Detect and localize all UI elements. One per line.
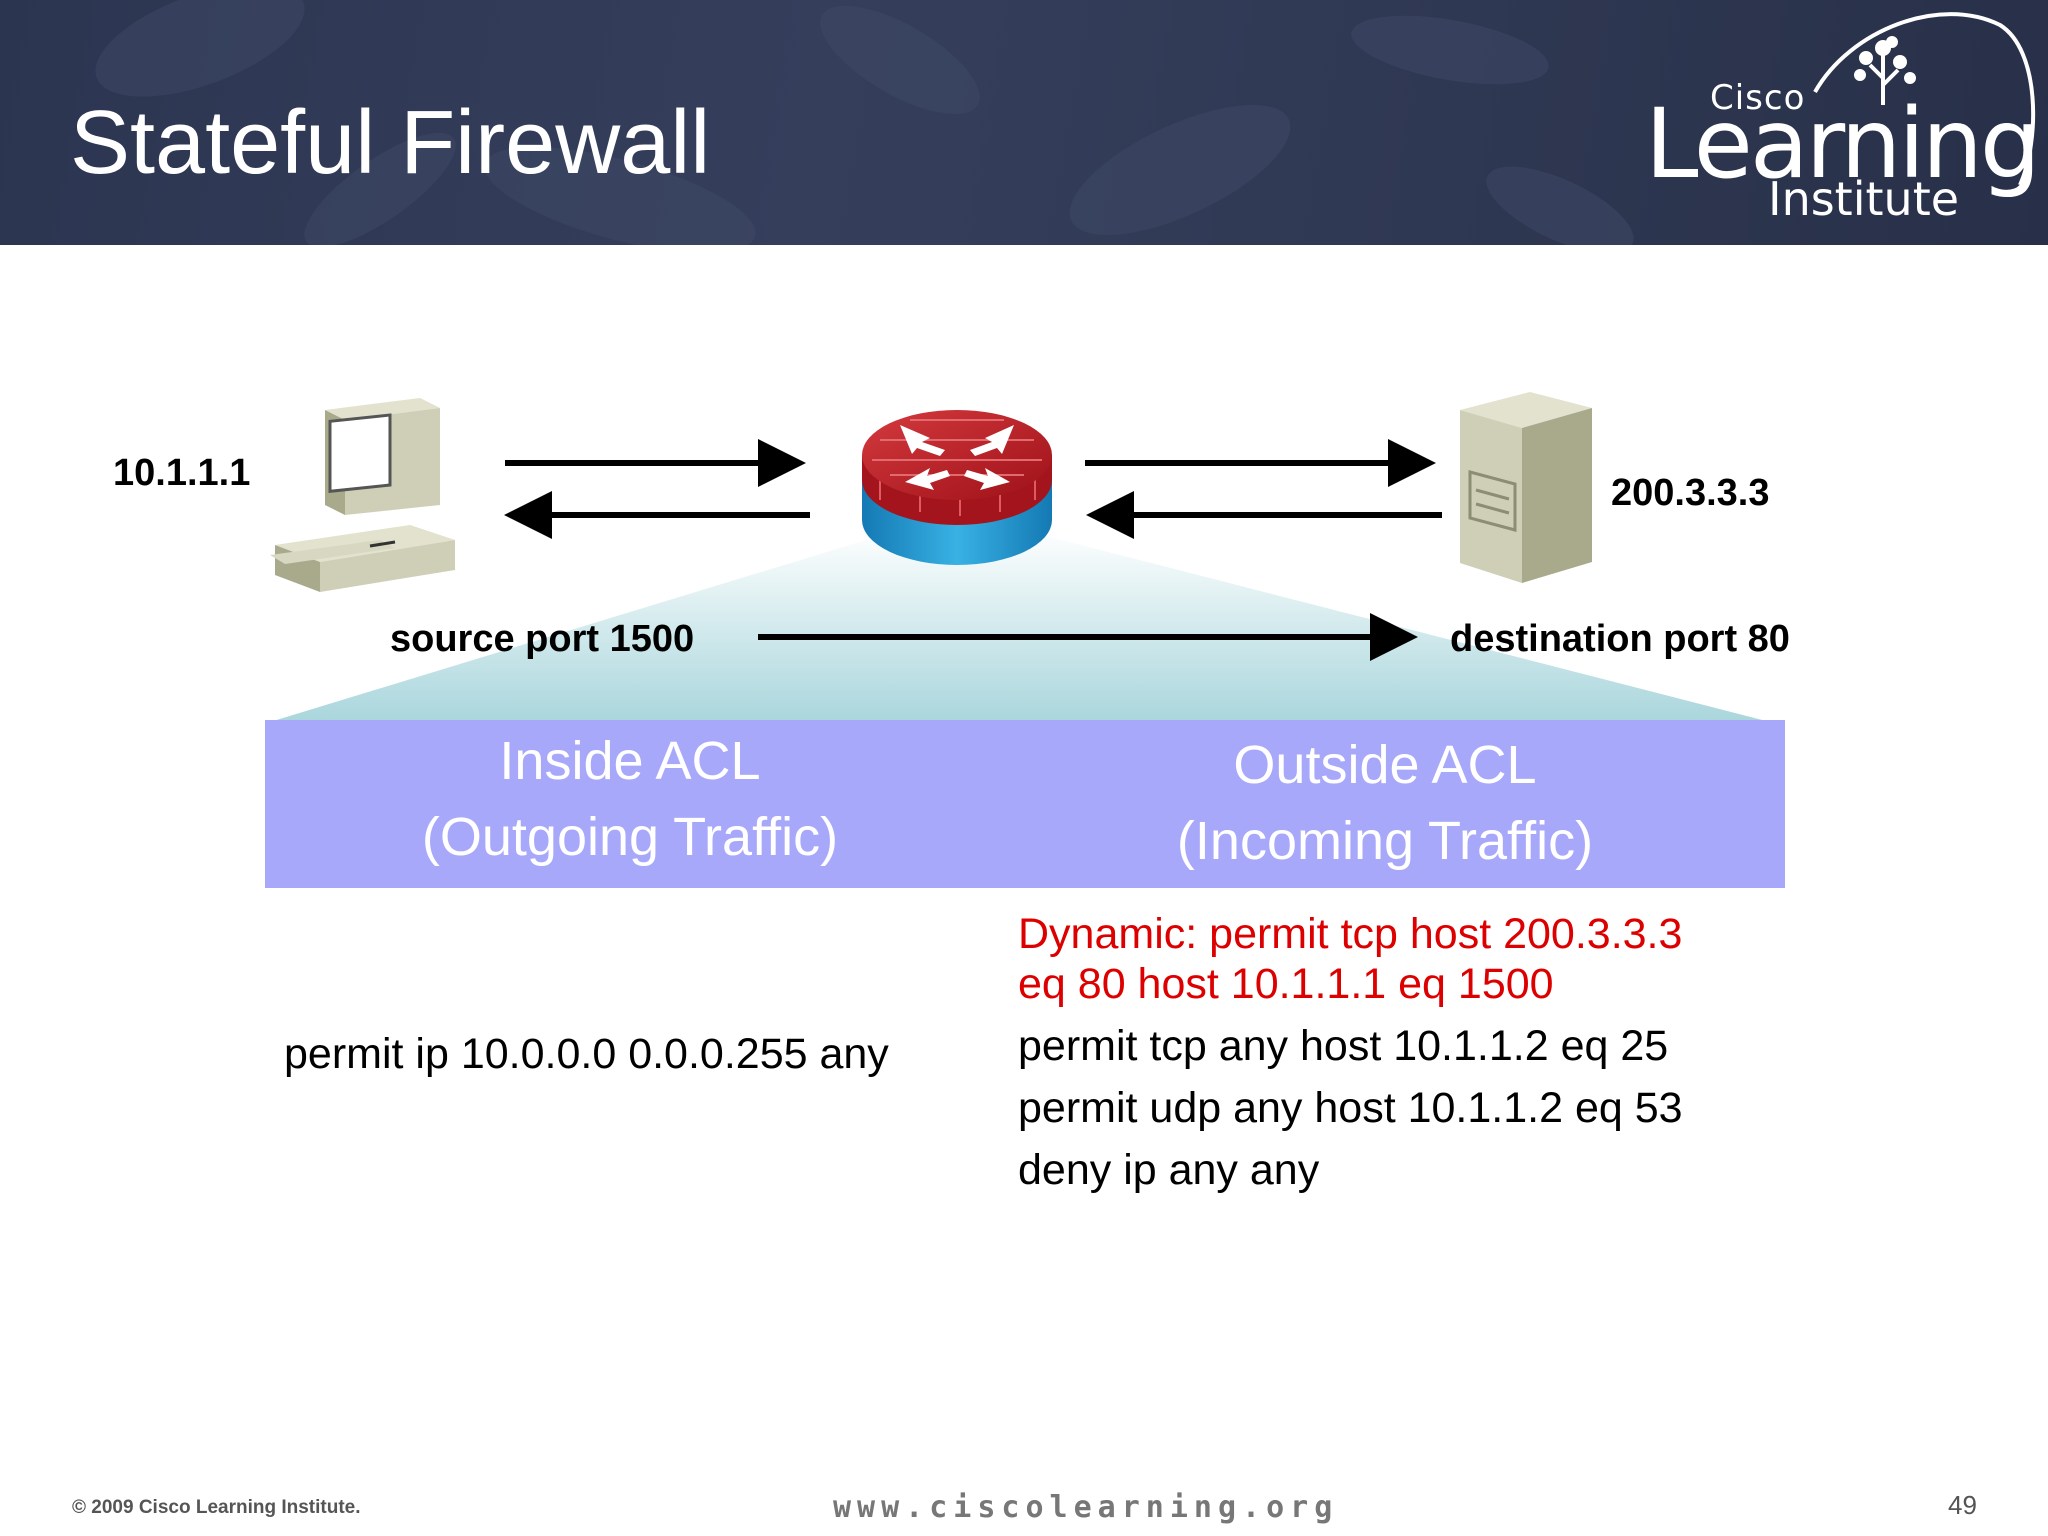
client-ip-label: 10.1.1.1 xyxy=(113,452,251,494)
acl-header-box xyxy=(265,720,1785,888)
source-port-label: source port 1500 xyxy=(390,618,695,660)
logo-swoosh xyxy=(1813,12,2036,186)
server-ip-label: 200.3.3.3 xyxy=(1611,472,1770,514)
logo-learning-text: Learning xyxy=(1645,88,2041,200)
inspection-beam xyxy=(270,528,1770,722)
inside-acl-subtitle: (Outgoing Traffic) xyxy=(421,807,839,867)
slide-header: Stateful Firewall Cisco Learning Institu… xyxy=(0,0,2048,245)
outside-rule-1: permit tcp any host 10.1.1.2 eq 25 xyxy=(1018,1022,1669,1070)
traffic-arrows xyxy=(504,439,1442,661)
inside-acl-title: Inside ACL xyxy=(499,731,761,791)
inside-acl-heading: Inside ACL (Outgoing Traffic) xyxy=(330,723,930,875)
outside-acl-subtitle: (Incoming Traffic) xyxy=(1176,811,1594,871)
firewall-icon xyxy=(862,410,1052,565)
logo-cisco-text: Cisco xyxy=(1710,78,1806,118)
footer-copyright: © 2009 Cisco Learning Institute. xyxy=(72,1497,361,1518)
cisco-learning-logo: Cisco Learning Institute xyxy=(1620,0,2048,245)
outside-acl-title: Outside ACL xyxy=(1233,735,1537,795)
header-texture xyxy=(95,0,1634,245)
dynamic-rule-line2: eq 80 host 10.1.1.1 eq 1500 xyxy=(1018,960,1554,1008)
outside-acl-heading: Outside ACL (Incoming Traffic) xyxy=(1085,727,1685,879)
outside-rule-2: permit udp any host 10.1.1.2 eq 53 xyxy=(1018,1084,1683,1132)
outside-rule-3: deny ip any any xyxy=(1018,1146,1320,1194)
destination-port-label: destination port 80 xyxy=(1450,618,1790,660)
client-computer-icon xyxy=(270,398,455,592)
page-number: 49 xyxy=(1948,1490,1977,1520)
footer-url: www.ciscolearning.org xyxy=(833,1490,1339,1525)
server-icon xyxy=(1460,392,1592,583)
inside-rule: permit ip 10.0.0.0 0.0.0.255 any xyxy=(284,1030,889,1078)
logo-institute-text: Institute xyxy=(1768,172,1960,226)
dynamic-rule-line1: Dynamic: permit tcp host 200.3.3.3 xyxy=(1018,910,1683,958)
slide-title: Stateful Firewall xyxy=(70,93,711,193)
